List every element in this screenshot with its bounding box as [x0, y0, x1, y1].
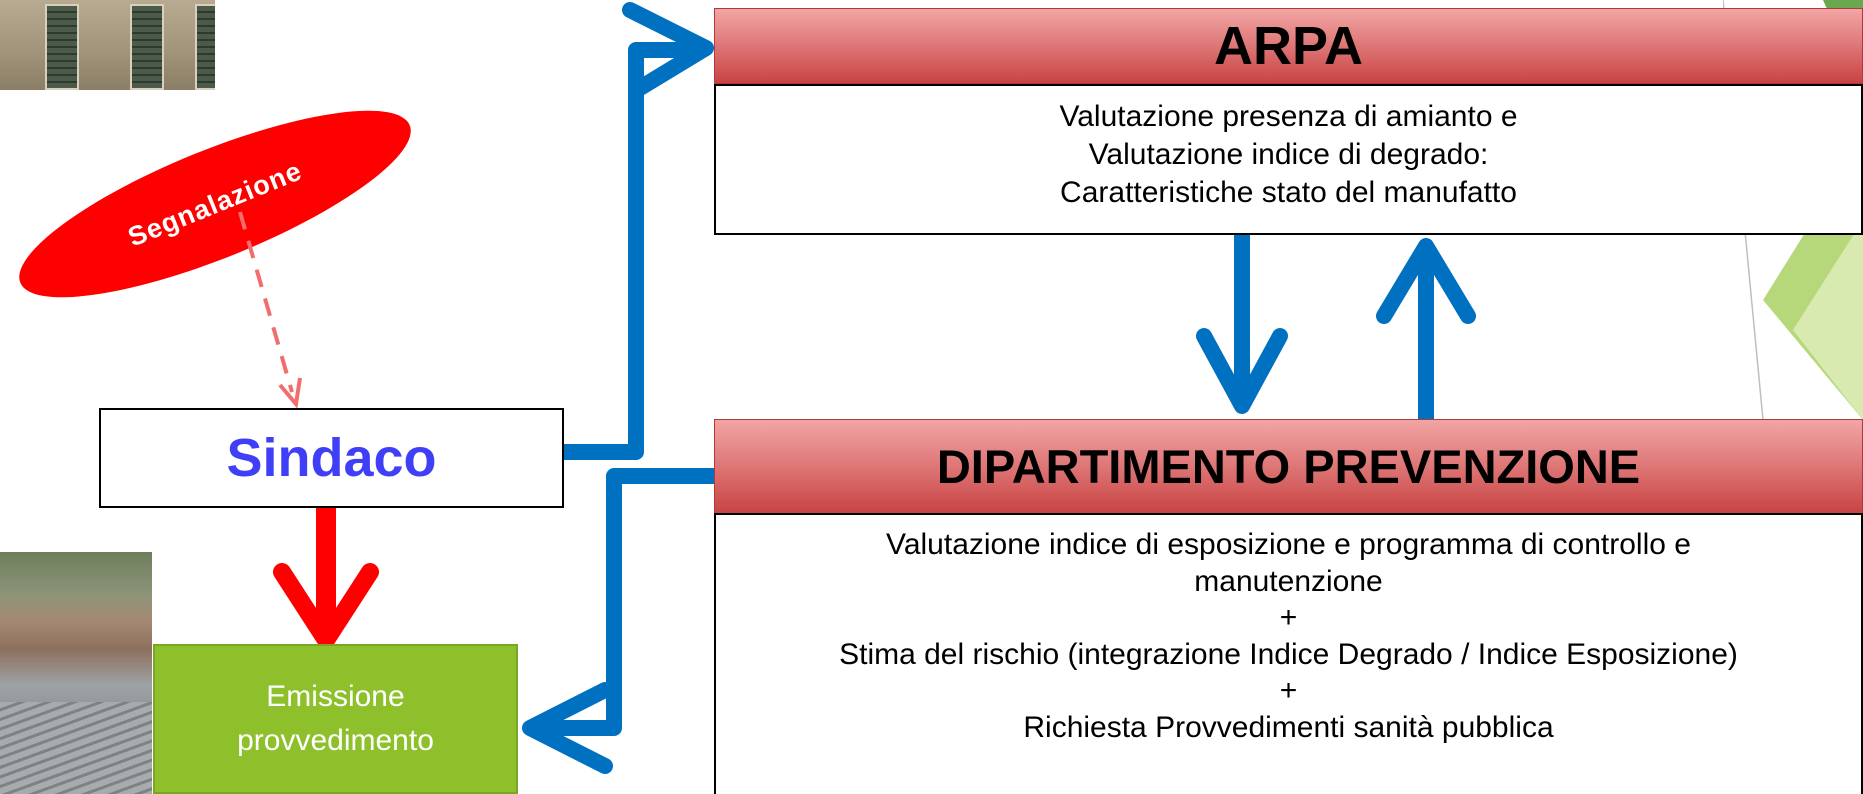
red-arrowhead [273, 563, 379, 649]
segnalazione-arrowhead [278, 377, 302, 409]
up-arrowhead [1376, 238, 1476, 324]
emissione-line-1: Emissione [266, 680, 405, 713]
sindaco-box: Sindaco [99, 408, 564, 508]
roof-photo-bottom [0, 552, 152, 794]
window-shutter [195, 4, 215, 90]
dipartimento-line: Valutazione indice di esposizione e prog… [886, 528, 1691, 561]
arpa-title: ARPA [1213, 16, 1363, 76]
emissione-provvedimento-box: Emissione provvedimento [153, 644, 518, 794]
segnalazione-label: Segnalazione [123, 155, 306, 253]
dipartimento-header: DIPARTIMENTO PREVENZIONE [714, 419, 1863, 514]
sindaco-label: Sindaco [226, 428, 437, 488]
dipartimento-to-emissione-arrow [535, 468, 718, 736]
arpa-line: Valutazione presenza di amianto e [1059, 100, 1518, 133]
dipartimento-line: Richiesta Provvedimenti sanità pubblica [1023, 710, 1554, 744]
window-shutter [130, 4, 164, 90]
dipartimento-line: manutenzione [1194, 564, 1383, 598]
sindaco-to-arpa-arrow [564, 42, 700, 460]
dipartimento-body: Valutazione indice di esposizione e prog… [714, 513, 1863, 794]
dipartimento-line: Stima del rischio (integrazione Indice D… [839, 637, 1738, 671]
building-photo-top [0, 0, 215, 90]
segnalazione-ellipse: Segnalazione [0, 75, 430, 333]
arpa-line: Valutazione indice di degrado: [1088, 138, 1489, 171]
dipartimento-title: DIPARTIMENTO PREVENZIONE [936, 440, 1641, 493]
arpa-line: Caratteristiche stato del manufatto [1060, 176, 1517, 209]
emissione-arrowhead [522, 682, 613, 774]
arpa-body: Valutazione presenza di amianto e Valuta… [714, 84, 1863, 235]
emissione-line-2: provvedimento [237, 724, 434, 757]
window-shutter [45, 4, 79, 90]
arpa-header: ARPA [714, 8, 1863, 84]
roof-tiles [0, 702, 152, 794]
down-arrowhead [1196, 328, 1288, 414]
dipartimento-line: + [1279, 674, 1298, 708]
dipartimento-line: + [1279, 601, 1298, 635]
arpa-arrowhead [622, 2, 714, 96]
